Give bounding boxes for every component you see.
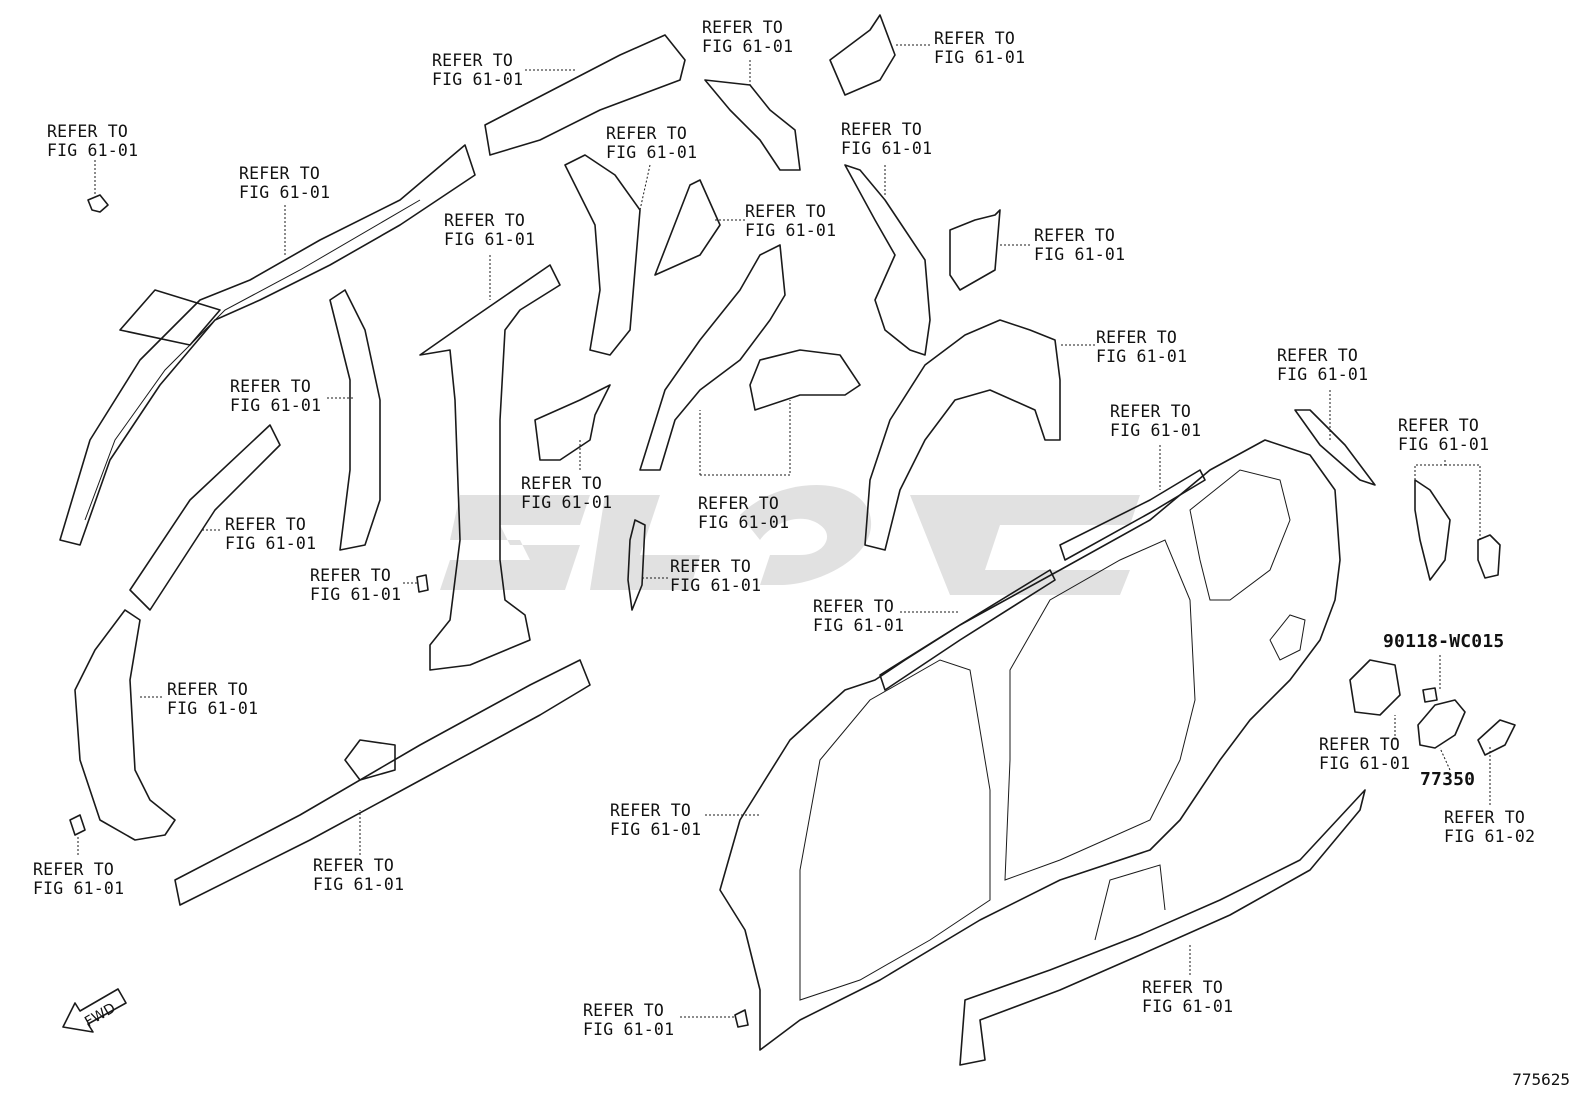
wheelhouse-gusset[interactable] xyxy=(534,384,611,461)
callout-rocker-inner[interactable]: REFER TO FIG 61-01 xyxy=(313,856,405,894)
fwd-arrow-icon: FWD xyxy=(62,988,127,1033)
callout-fuel-filler-pocket[interactable]: REFER TO FIG 61-01 xyxy=(1319,735,1411,773)
callout-roof-rail-inner-lower[interactable]: REFER TO FIG 61-01 xyxy=(225,515,317,553)
callout-quarter-pillar-upper[interactable]: REFER TO FIG 61-01 xyxy=(841,120,933,158)
back-door-bracket[interactable] xyxy=(1294,409,1376,486)
clip-lower-left[interactable] xyxy=(69,814,86,836)
side-member-outer-panel[interactable] xyxy=(719,439,1341,1051)
rocker-panel-inner[interactable] xyxy=(174,659,591,906)
wheelhouse-inner[interactable] xyxy=(639,244,861,471)
leader-lines xyxy=(77,44,1491,1018)
callout-upper-bracket-center[interactable]: REFER TO FIG 61-01 xyxy=(702,18,794,56)
watermark-logo xyxy=(440,485,1140,595)
fuel-filler-pocket[interactable] xyxy=(1349,659,1401,716)
callout-center-pillar[interactable]: REFER TO FIG 61-01 xyxy=(444,211,536,249)
callout-upper-bracket-right[interactable]: REFER TO FIG 61-01 xyxy=(934,29,1026,67)
callout-lower-brace[interactable]: REFER TO FIG 61-01 xyxy=(670,557,762,595)
callout-rocker-outer[interactable]: REFER TO FIG 61-01 xyxy=(1142,978,1234,1016)
lower-brace-small[interactable] xyxy=(627,519,646,611)
quarter-pillar-inner[interactable] xyxy=(564,154,641,356)
callout-side-outer-panel[interactable]: REFER TO FIG 61-01 xyxy=(610,801,702,839)
upper-bracket-right[interactable] xyxy=(829,14,896,96)
rocker-panel-outer[interactable] xyxy=(959,789,1366,1066)
roof-side-rail[interactable] xyxy=(59,144,476,546)
callout-front-pillar-inner[interactable]: REFER TO FIG 61-01 xyxy=(230,377,322,415)
part-number-fuel-lid[interactable]: 77350 xyxy=(1420,769,1476,790)
center-pillar-inner[interactable] xyxy=(419,264,561,671)
front-pillar-lower[interactable] xyxy=(74,609,176,841)
callout-roof-drip-front[interactable]: REFER TO FIG 61-01 xyxy=(813,597,905,635)
callout-quarter-pillar-inner[interactable]: REFER TO FIG 61-01 xyxy=(606,124,698,162)
lid-hinge-bracket[interactable] xyxy=(1477,719,1516,756)
quarter-pillar-upper[interactable] xyxy=(844,164,931,356)
roof-rail-inner-lower[interactable] xyxy=(129,424,281,611)
callout-roof-clip[interactable]: REFER TO FIG 61-01 xyxy=(47,122,139,160)
quarter-brace-small[interactable] xyxy=(654,179,721,276)
callout-clip-bottom[interactable]: REFER TO FIG 61-01 xyxy=(583,1001,675,1039)
diagram-number: 775625 xyxy=(1512,1070,1570,1089)
quarter-bracket-plate[interactable] xyxy=(949,209,1001,291)
callout-clip-lower-left[interactable]: REFER TO FIG 61-01 xyxy=(33,860,125,898)
clip-bottom-center[interactable] xyxy=(734,1009,749,1028)
small-plate[interactable] xyxy=(416,574,429,593)
callout-quarter-wheelhouse[interactable]: REFER TO FIG 61-01 xyxy=(1096,328,1188,366)
screw-90118[interactable] xyxy=(1422,687,1438,703)
callout-wheelhouse-gusset[interactable]: REFER TO FIG 61-01 xyxy=(521,474,613,512)
roof-rail-front[interactable] xyxy=(484,34,686,156)
callout-roof-rail-front[interactable]: REFER TO FIG 61-01 xyxy=(432,51,524,89)
quarter-wheelhouse-outer[interactable] xyxy=(864,319,1061,551)
fuel-filler-lid[interactable] xyxy=(1417,699,1466,749)
front-pillar-inner[interactable] xyxy=(329,289,381,551)
fwd-label: FWD xyxy=(82,1000,118,1030)
callout-roof-side-rail[interactable]: REFER TO FIG 61-01 xyxy=(239,164,331,202)
upper-bracket-center[interactable] xyxy=(704,79,801,171)
callout-roof-drip-rear[interactable]: REFER TO FIG 61-01 xyxy=(1110,402,1202,440)
callout-back-door-bracket[interactable]: REFER TO FIG 61-01 xyxy=(1277,346,1369,384)
callout-quarter-brace[interactable]: REFER TO FIG 61-01 xyxy=(745,202,837,240)
callout-wheelhouse-inner[interactable]: REFER TO FIG 61-01 xyxy=(698,494,790,532)
tail-lamp-bracket[interactable] xyxy=(1414,479,1501,581)
roof-drip-strip[interactable] xyxy=(879,469,1206,691)
callout-tail-lamp-bracket[interactable]: REFER TO FIG 61-01 xyxy=(1398,416,1490,454)
callout-quarter-bracket-plate[interactable]: REFER TO FIG 61-01 xyxy=(1034,226,1126,264)
clip-top-left[interactable] xyxy=(87,194,109,213)
part-number-screw[interactable]: 90118-WC015 xyxy=(1383,631,1505,652)
callout-lid-hinge[interactable]: REFER TO FIG 61-02 xyxy=(1444,808,1536,846)
callout-small-plate[interactable]: REFER TO FIG 61-01 xyxy=(310,566,402,604)
callout-front-pillar-lower[interactable]: REFER TO FIG 61-01 xyxy=(167,680,259,718)
